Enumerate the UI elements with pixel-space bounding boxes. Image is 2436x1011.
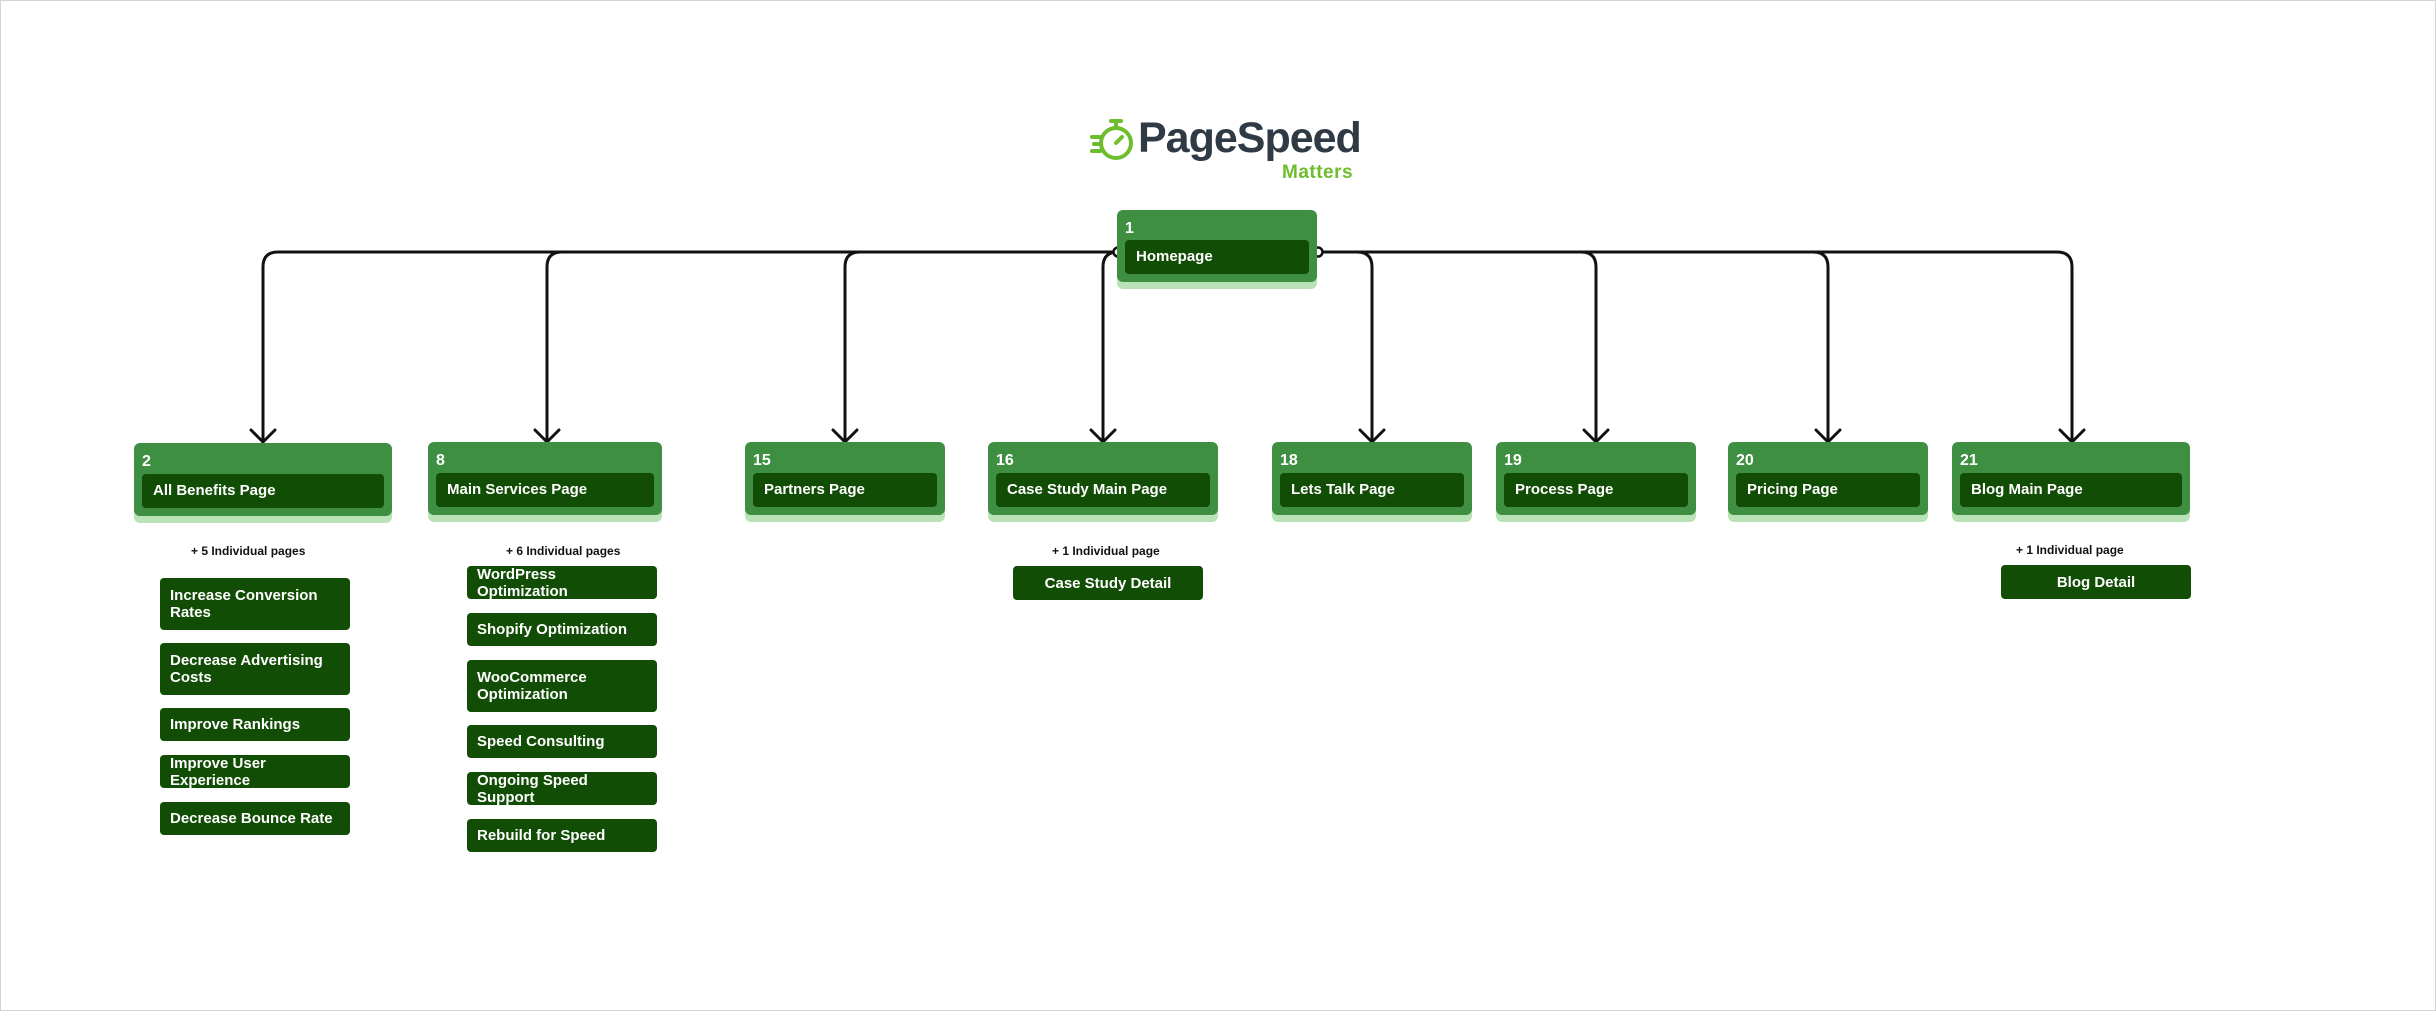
child-page-chip[interactable]: WooCommerce Optimization — [467, 660, 657, 712]
child-page-chip[interactable]: Decrease Advertising Costs — [160, 643, 350, 695]
node-label: All Benefits Page — [142, 474, 384, 508]
connector-to-page-20 — [1316, 250, 1842, 444]
node-label: Partners Page — [753, 473, 937, 507]
node-case-study[interactable]: 16 Case Study Main Page — [988, 442, 1218, 515]
node-blog[interactable]: 21 Blog Main Page — [1952, 442, 2190, 515]
node-number: 2 — [142, 453, 151, 470]
stopwatch-icon — [1090, 119, 1133, 160]
node-number: 19 — [1504, 452, 1522, 469]
child-page-chip[interactable]: Rebuild for Speed — [467, 819, 657, 852]
node-label: Main Services Page — [436, 473, 654, 507]
pagespeed-logo: PageSpeed Matters — [1090, 112, 1370, 187]
node-label: Lets Talk Page — [1280, 473, 1464, 507]
connector-to-page-8 — [533, 250, 1120, 444]
node-all-benefits[interactable]: 2 All Benefits Page — [134, 443, 392, 516]
child-page-chip[interactable]: Blog Detail — [2001, 565, 2191, 599]
child-page-chip[interactable]: Shopify Optimization — [467, 613, 657, 646]
node-label: Pricing Page — [1736, 473, 1920, 507]
node-number: 15 — [753, 452, 771, 469]
child-page-chip[interactable]: Speed Consulting — [467, 725, 657, 758]
logo-wordmark: PageSpeed — [1138, 114, 1362, 162]
node-homepage[interactable]: 1 Homepage — [1117, 210, 1317, 282]
node-partners[interactable]: 15 Partners Page — [745, 442, 945, 515]
node-pricing[interactable]: 20 Pricing Page — [1728, 442, 1928, 515]
node-number: 16 — [996, 452, 1014, 469]
child-page-chip[interactable]: Ongoing Speed Support — [467, 772, 657, 806]
node-number: 8 — [436, 452, 445, 469]
node-label: Process Page — [1504, 473, 1688, 507]
child-page-chip[interactable]: WordPress Optimization — [467, 566, 657, 600]
individual-pages-note: + 6 Individual pages — [506, 544, 621, 558]
connector-to-page-19 — [1316, 250, 1610, 444]
individual-pages-note: + 1 Individual page — [2016, 543, 2124, 557]
individual-pages-note: + 1 Individual page — [1052, 544, 1160, 558]
node-process[interactable]: 19 Process Page — [1496, 442, 1696, 515]
child-page-chip[interactable]: Improve Rankings — [160, 708, 350, 741]
child-page-chip[interactable]: Improve User Experience — [160, 755, 350, 789]
node-label: Homepage — [1125, 240, 1309, 274]
child-page-chip[interactable]: Case Study Detail — [1013, 566, 1203, 600]
child-page-chip[interactable]: Increase Conversion Rates — [160, 578, 350, 630]
node-number: 21 — [1960, 452, 1978, 469]
node-number: 1 — [1125, 220, 1134, 237]
connector-to-page-16 — [1089, 250, 1120, 444]
node-number: 18 — [1280, 452, 1298, 469]
node-number: 20 — [1736, 452, 1754, 469]
node-label: Blog Main Page — [1960, 473, 2182, 507]
child-page-chip[interactable]: Decrease Bounce Rate — [160, 802, 350, 835]
node-lets-talk[interactable]: 18 Lets Talk Page — [1272, 442, 1472, 515]
node-main-services[interactable]: 8 Main Services Page — [428, 442, 662, 515]
individual-pages-note: + 5 Individual pages — [191, 544, 306, 558]
connector-to-page-18 — [1316, 250, 1386, 444]
connector-to-page-2 — [249, 250, 1120, 444]
logo-tagline: Matters — [1282, 162, 1354, 183]
connector-to-page-15 — [831, 250, 1120, 444]
connector-to-page-21 — [1316, 250, 2086, 444]
node-label: Case Study Main Page — [996, 473, 1210, 507]
